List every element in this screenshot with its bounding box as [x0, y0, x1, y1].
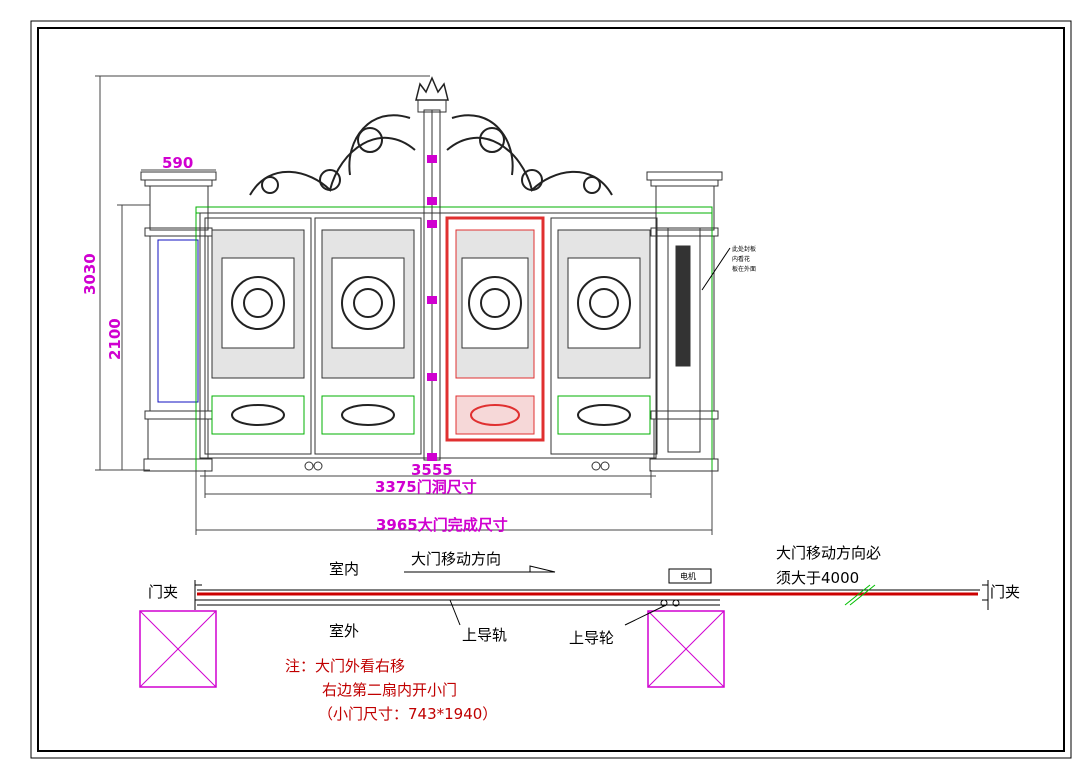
- label-motor: 电机: [680, 571, 696, 581]
- callout-leader: [701, 247, 731, 291]
- panel-3-small-door: [445, 216, 545, 442]
- post-markers: [427, 155, 437, 461]
- label-clamp-left: 门夹: [148, 583, 178, 601]
- label-upper-rail: 上导轨: [462, 626, 507, 644]
- dim-3965: 3965大门完成尺寸: [376, 516, 508, 534]
- label-upper-wheel: 上导轮: [569, 629, 614, 647]
- note-line-2: 右边第二扇内开小门: [322, 681, 457, 699]
- label-clamp-right: 门夹: [990, 583, 1020, 601]
- plan-view: [139, 565, 989, 688]
- motor-box: [668, 568, 712, 584]
- note-line-3: （小门尺寸：743*1940）: [318, 705, 497, 723]
- inner-border: [37, 27, 1065, 752]
- note-move-line1: 大门移动方向必: [776, 544, 881, 562]
- dimension-lines: [95, 75, 713, 535]
- note-line-1: 注：大门外看右移: [285, 657, 405, 675]
- callout-line-1: 此处封板: [732, 245, 756, 253]
- scroll-ornament: [249, 114, 613, 196]
- panel-4: [550, 217, 658, 455]
- gate-elevation: [140, 76, 723, 472]
- panel-2: [314, 217, 422, 455]
- label-outdoor: 室外: [329, 622, 359, 640]
- dim-3555: 3555: [411, 461, 453, 479]
- callout-line-2: 内看花: [732, 255, 750, 263]
- dim-2100: 2100: [106, 318, 124, 360]
- dim-590: 590: [162, 154, 193, 172]
- label-indoor: 室内: [329, 560, 359, 578]
- panel-1: [204, 217, 312, 455]
- outer-border: [30, 20, 1072, 759]
- label-move-dir: 大门移动方向: [411, 550, 501, 568]
- dim-3030: 3030: [81, 253, 99, 295]
- dim-3375: 3375门洞尺寸: [375, 478, 477, 496]
- callout-line-3: 板在外面: [732, 265, 756, 273]
- note-move-line2: 须大于4000: [776, 569, 859, 587]
